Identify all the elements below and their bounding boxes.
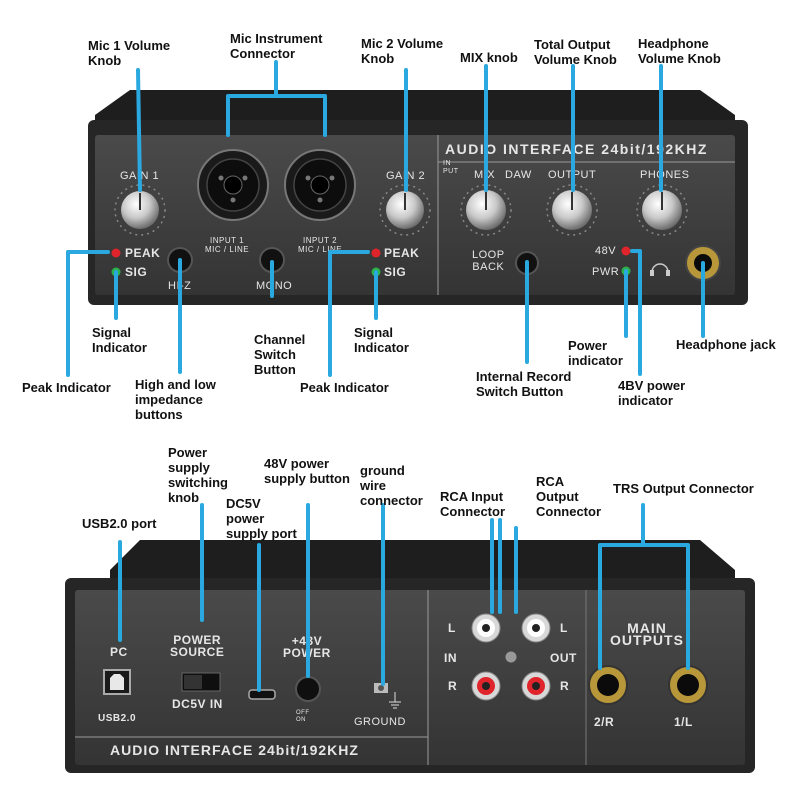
front-panel-title: AUDIO INTERFACE 24bit/192KHZ [445,141,708,157]
callout-headphone-jack: Headphone jack [676,337,776,352]
usb-label: USB2.0 [98,713,137,724]
mono-button[interactable] [259,247,285,273]
gain2-scale [379,184,431,236]
rca-in-left[interactable] [471,613,501,643]
trs-output-2r[interactable] [588,665,628,705]
input1-combo-jack[interactable] [197,149,269,221]
rca-in-label: IN [444,651,457,665]
callout-peak-right: Peak Indicator [300,380,389,395]
loopback-button[interactable] [515,251,539,275]
48v-power-button[interactable] [295,676,321,702]
back-unit [65,540,755,773]
sig1-label: SIG [125,265,148,279]
input2-combo-jack[interactable] [284,149,356,221]
trs-output-1l[interactable] [668,665,708,705]
peak1-led [111,248,121,258]
sig2-led [371,267,381,277]
rca-r1-label: R [448,679,458,693]
peak1-label: PEAK [125,246,161,260]
callout-trs-output: TRS Output Connector [613,481,754,496]
out-1l-label: 1/L [674,715,693,729]
sig1-led [111,267,121,277]
rca-out-label: OUT [550,651,577,665]
dc5v-port[interactable] [248,689,276,700]
pc-label: PC [110,645,128,659]
out-2r-label: 2/R [594,715,615,729]
48v-led [621,246,631,256]
gain1-scale [114,184,166,236]
dc5v-in-label: DC5V IN [172,697,223,711]
callout-peak-left: Peak Indicator [22,380,111,395]
48v-label: 48V [595,245,617,257]
gain1-label: GAIN 1 [120,170,160,182]
rca-out-left[interactable] [521,613,551,643]
rca-screw [504,650,518,664]
ground-label: GROUND [354,716,406,728]
rca-in-right[interactable] [471,671,501,701]
rca-l1-label: L [448,621,456,635]
hiz-label: HI-Z [168,280,192,292]
peak2-label: PEAK [384,246,420,260]
rca-r2-label: R [560,679,570,693]
hiz-button[interactable] [167,247,193,273]
ground-post[interactable] [374,683,401,709]
sig2-label: SIG [384,265,407,279]
headphone-icon [651,263,669,273]
back-panel-title: AUDIO INTERFACE 24bit/192KHZ [110,742,359,758]
gain2-label: GAIN 2 [386,170,426,182]
output-label: OUTPUT [548,169,597,181]
pwr-led [621,266,631,276]
rca-l2-label: L [560,621,568,635]
phones-label: PHONES [640,169,690,181]
callout-mix-knob: MIX knob [460,50,518,65]
mix-label: MIX [474,169,496,181]
rca-out-right[interactable] [521,671,551,701]
mono-label: MONO [256,280,293,292]
callout-usb-port: USB2.0 port [82,516,157,531]
daw-label: DAW [505,169,532,181]
front-unit [88,90,748,305]
pwr-label: PWR [592,266,620,278]
peak2-led [371,248,381,258]
